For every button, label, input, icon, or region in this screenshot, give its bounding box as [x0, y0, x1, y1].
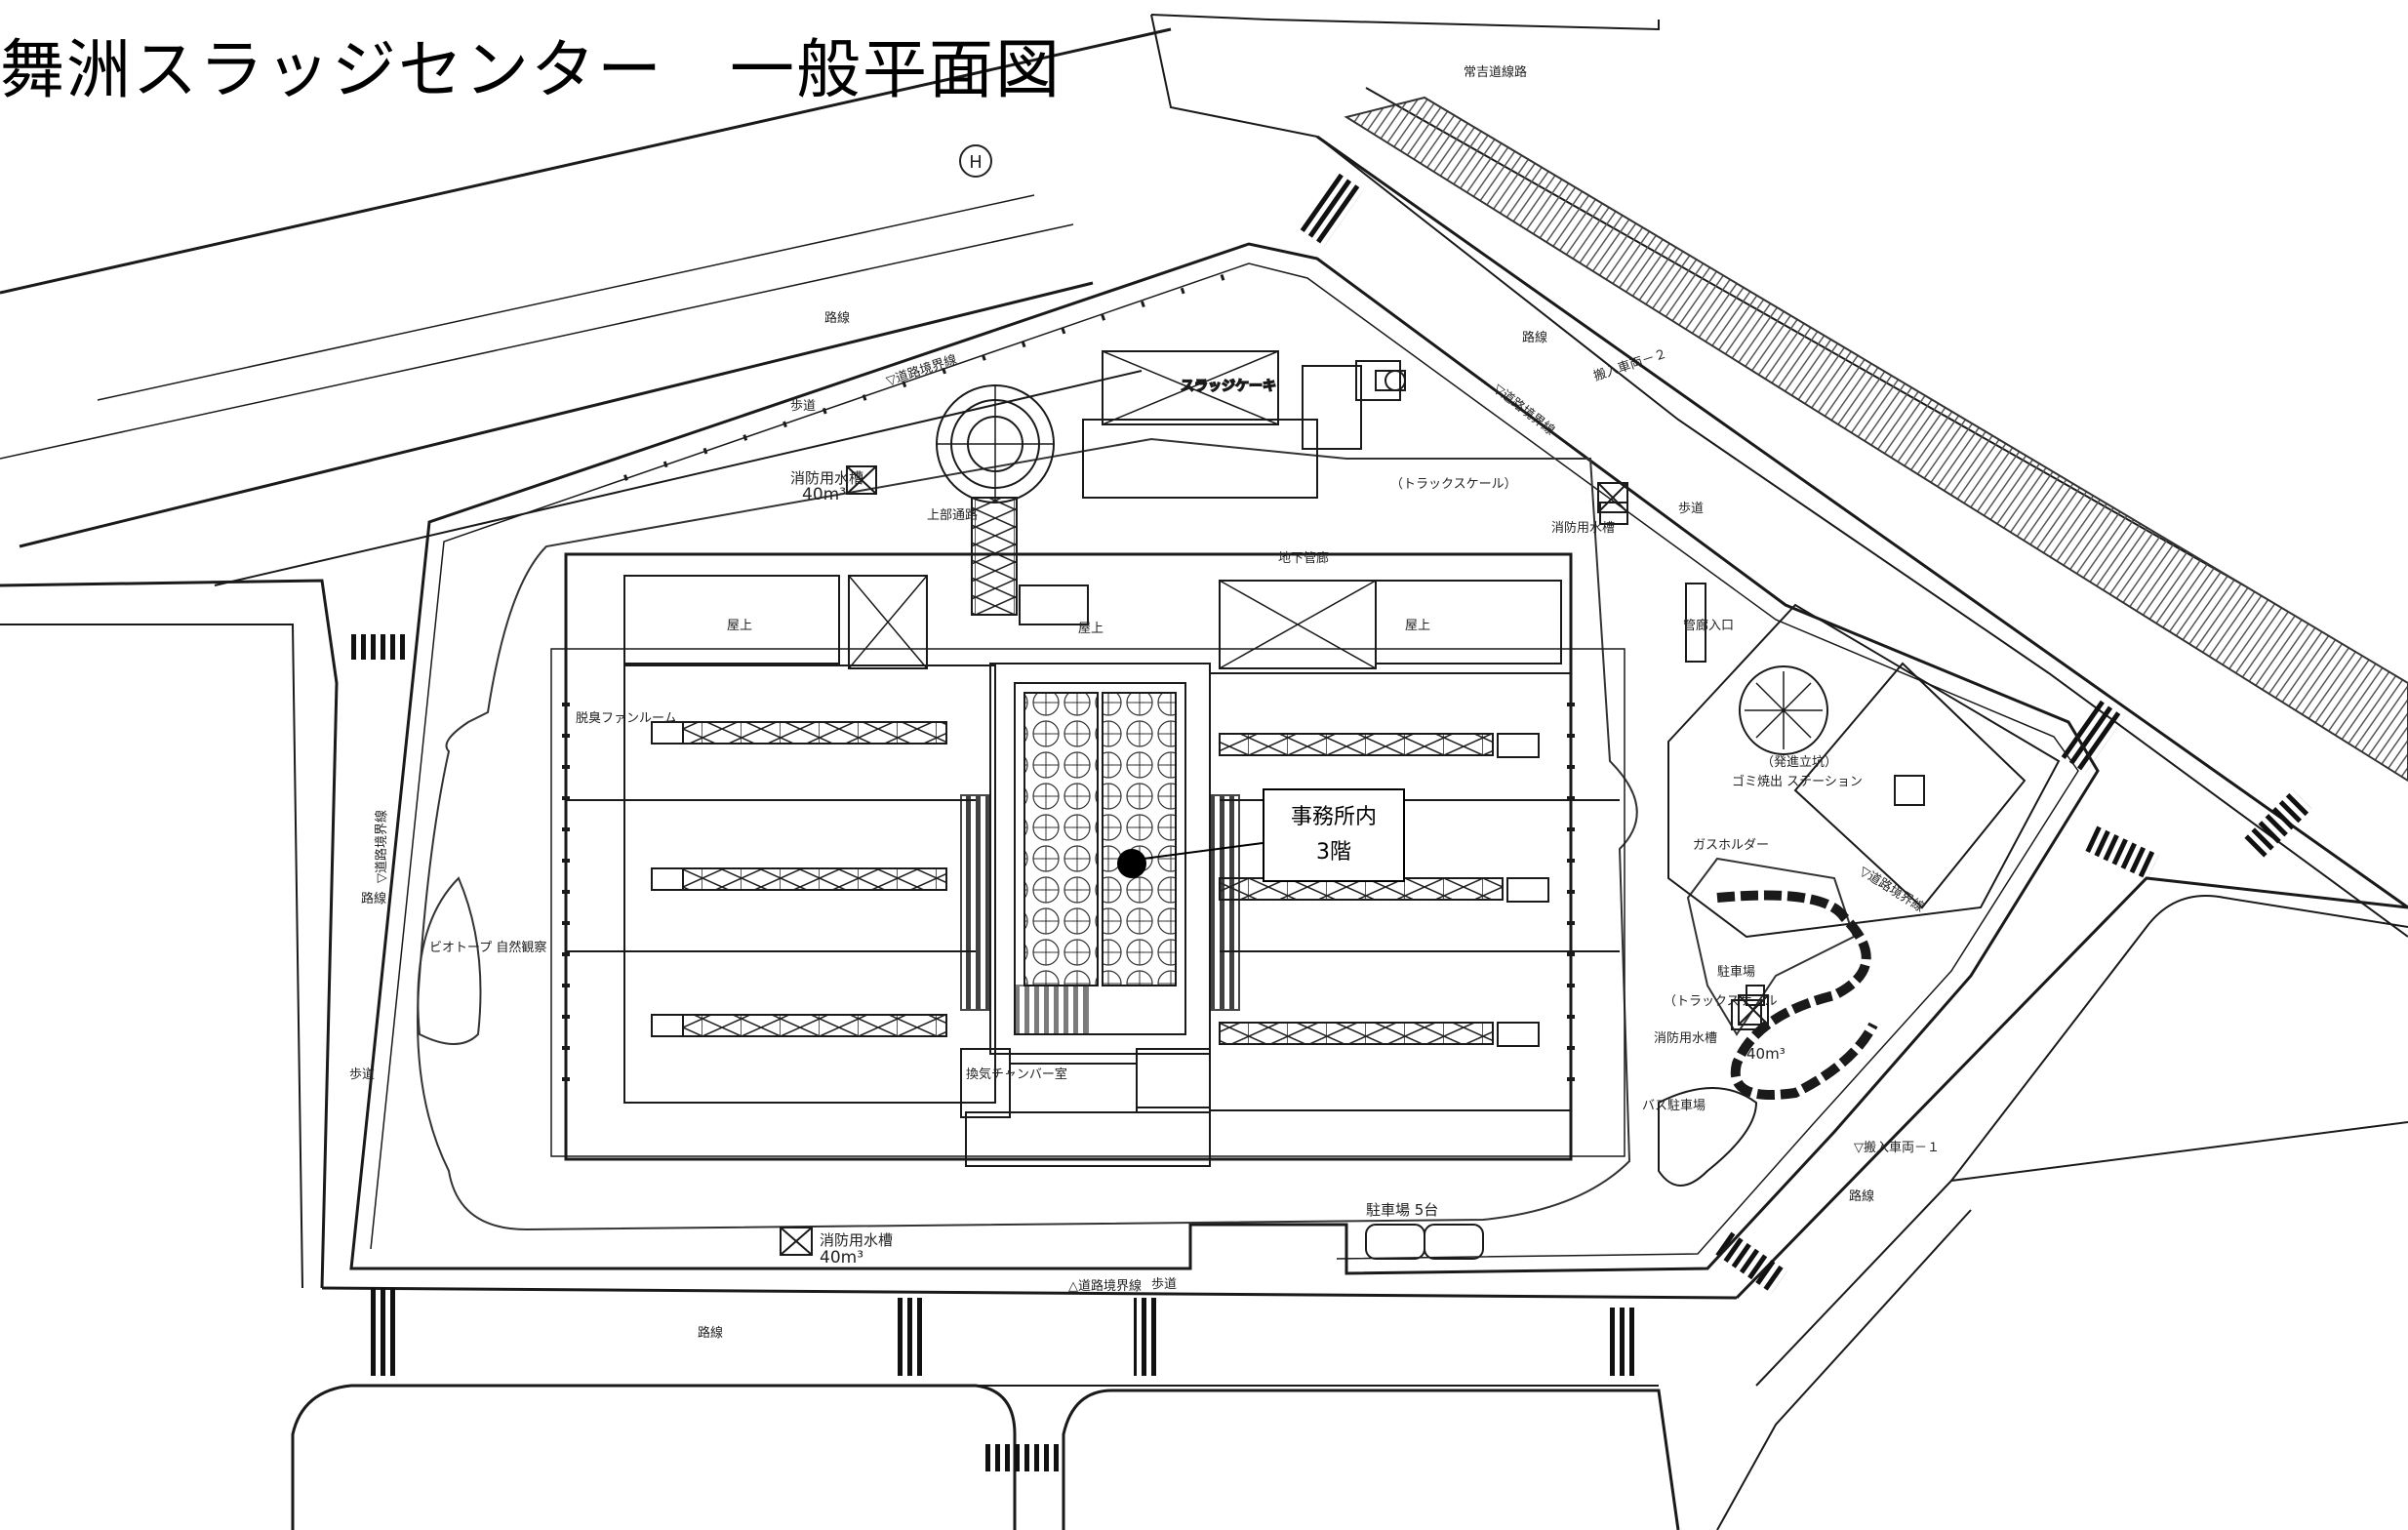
svg-text:屋上: 屋上: [1078, 622, 1104, 636]
svg-text:ゴミ焼出 ステーション: ゴミ焼出 ステーション: [1732, 774, 1863, 789]
svg-text:駐車場: 駐車場: [1717, 965, 1755, 980]
south-parking: [1365, 1224, 1484, 1260]
svg-text:消防用水槽: 消防用水槽: [1654, 1030, 1717, 1046]
svg-text:路線: 路線: [361, 891, 386, 906]
svg-text:▽道路境界線: ▽道路境界線: [374, 810, 389, 883]
svg-text:常吉道線路: 常吉道線路: [1464, 64, 1527, 80]
road-ne-edge: [1316, 135, 2408, 909]
fire-water-tanks: [780, 465, 1769, 1256]
svg-text:（発進立坑）: （発進立坑）: [1761, 755, 1837, 770]
svg-text:▽搬入車両－１: ▽搬入車両－１: [1854, 1141, 1940, 1155]
svg-text:H: H: [969, 152, 983, 173]
svg-text:消防用水槽: 消防用水槽: [820, 1231, 893, 1249]
crosswalks: [351, 173, 2312, 1471]
svg-text:屋上: 屋上: [727, 619, 752, 633]
road-nw-edge-inner: [19, 281, 1094, 548]
landscape-belt: [417, 437, 1856, 1231]
svg-text:40m³: 40m³: [802, 485, 846, 504]
svg-text:40m³: 40m³: [820, 1248, 863, 1268]
svg-text:歩道: 歩道: [349, 1067, 375, 1082]
road-nw-edge-outer: [0, 27, 1172, 295]
svg-text:▽道路境界線: ▽道路境界線: [884, 351, 958, 388]
svg-text:上部通路: 上部通路: [927, 507, 978, 523]
svg-text:（トラックスケール）: （トラックスケール）: [1390, 477, 1517, 492]
svg-text:ガスホルダー: ガスホルダー: [1693, 838, 1769, 853]
callout-line-2: 3階: [1316, 840, 1351, 865]
helipad-marker: H: [959, 144, 992, 178]
hatched-strip-ne: [1344, 96, 2408, 783]
svg-text:歩道: 歩道: [790, 399, 816, 414]
svg-text:換気チャンバー室: 換気チャンバー室: [966, 1067, 1067, 1082]
svg-text:歩道: 歩道: [1151, 1277, 1177, 1292]
office-marker: [1117, 842, 1264, 878]
svg-text:ビオトープ 自然観察: ビオトープ 自然観察: [429, 940, 546, 955]
svg-text:歩道: 歩道: [1678, 502, 1704, 516]
svg-text:▽道路境界線: ▽道路境界線: [1491, 382, 1558, 439]
conveyor-trusses: [651, 721, 1549, 1047]
east-facilities: [1599, 502, 2061, 1187]
svg-text:駐車場 5台: 駐車場 5台: [1366, 1201, 1438, 1219]
svg-text:消防用水槽: 消防用水槽: [1551, 520, 1615, 536]
svg-text:路線: 路線: [1522, 330, 1547, 345]
svg-text:管廊入口: 管廊入口: [1683, 618, 1734, 633]
svg-text:バス駐車場: バス駐車場: [1642, 1099, 1706, 1113]
north-facilities: スラッジケーキ: [936, 350, 1406, 616]
svg-text:地下管廊: 地下管廊: [1278, 550, 1329, 566]
svg-text:（トラックスケール: （トラックスケール: [1664, 994, 1778, 1009]
office-callout: 事務所内 3階: [1263, 788, 1405, 882]
site-boundary: [349, 242, 2100, 1275]
svg-text:40m³: 40m³: [1746, 1045, 1786, 1063]
svg-text:路線: 路線: [698, 1325, 723, 1341]
svg-text:屋上: 屋上: [1405, 619, 1430, 633]
road-network: [0, 14, 2408, 1530]
svg-text:△道路境界線: △道路境界線: [1068, 1278, 1142, 1294]
svg-text:路線: 路線: [824, 310, 850, 326]
page-title: 舞洲スラッジセンター 一般平面図: [0, 32, 1062, 107]
svg-text:スラッジケーキ: スラッジケーキ: [1181, 379, 1276, 394]
svg-text:路線: 路線: [1849, 1188, 1874, 1204]
svg-text:脱臭ファンルーム: 脱臭ファンルーム: [576, 711, 677, 726]
svg-text:消防用水槽: 消防用水槽: [790, 469, 863, 487]
svg-text:▽道路境界線: ▽道路境界線: [1857, 864, 1927, 915]
main-building: [550, 552, 1625, 1167]
callout-line-1: 事務所内: [1290, 805, 1377, 829]
